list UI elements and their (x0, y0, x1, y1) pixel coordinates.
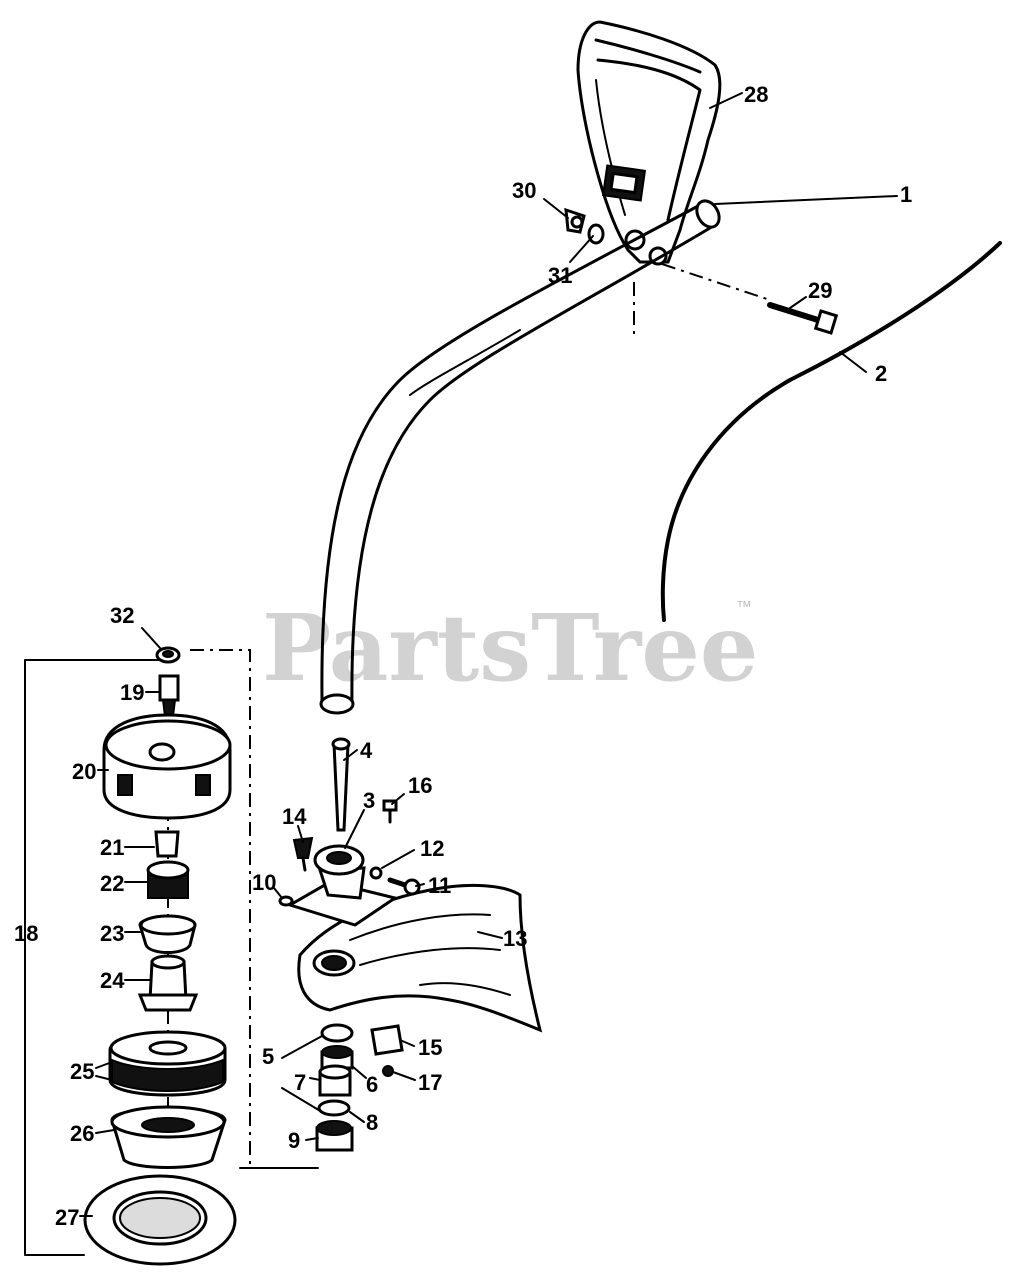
part-26-housing[interactable] (110, 1105, 227, 1169)
callout-17: 17 (418, 1070, 442, 1095)
part-14-screw[interactable] (292, 836, 314, 872)
part-30-wing-nut[interactable] (564, 207, 586, 234)
callout-32: 32 (110, 603, 134, 628)
part-17-nut[interactable] (382, 1065, 394, 1077)
part-11-bolt[interactable] (387, 877, 421, 896)
part-4-shaft[interactable] (331, 737, 351, 832)
part-12-washer[interactable] (369, 866, 383, 880)
group-18-bracket (24, 659, 163, 1256)
callout-14: 14 (282, 804, 307, 829)
part-8-washer[interactable] (317, 1099, 351, 1117)
callout-31: 31 (548, 263, 572, 288)
part-15-bracket[interactable] (370, 1024, 404, 1056)
callout-23: 23 (100, 921, 124, 946)
part-3-gear-housing[interactable] (286, 844, 399, 927)
callout-19: 19 (120, 680, 144, 705)
callout-2: 2 (875, 361, 887, 386)
callout-26: 26 (70, 1121, 94, 1146)
callout-8: 8 (366, 1110, 378, 1135)
callout-27: 27 (55, 1205, 79, 1230)
callout-16: 16 (408, 773, 432, 798)
part-9-bearing[interactable] (315, 1120, 354, 1152)
bolt-alignment-line (661, 263, 771, 301)
callout-12: 12 (420, 836, 444, 861)
callout-10: 10 (252, 870, 276, 895)
part-19-bolt[interactable] (158, 674, 180, 717)
part-23-cup[interactable] (138, 914, 197, 954)
part-21-sleeve[interactable] (154, 830, 180, 858)
callout-20: 20 (72, 759, 96, 784)
leader-lines (79, 92, 898, 1217)
callout-15: 15 (418, 1035, 442, 1060)
part-6-bearing[interactable] (320, 1045, 354, 1070)
callout-18: 18 (14, 921, 38, 946)
callout-22: 22 (100, 871, 124, 896)
part-25-spool[interactable] (108, 1030, 227, 1097)
callout-3: 3 (363, 788, 375, 813)
callout-29: 29 (808, 278, 832, 303)
part-24-hub[interactable] (137, 954, 199, 1012)
callout-28: 28 (744, 82, 768, 107)
callout-13: 13 (503, 926, 527, 951)
callout-25: 25 (70, 1059, 94, 1084)
part-7-spacer[interactable] (318, 1064, 352, 1097)
part-16-screw[interactable] (382, 799, 398, 824)
callout-30: 30 (512, 178, 536, 203)
part-31-washer[interactable] (587, 223, 605, 245)
callout-11: 11 (428, 873, 451, 898)
watermark-text: PartsTree (262, 594, 758, 702)
part-27-base-ring[interactable] (83, 1174, 237, 1266)
callout-1: 1 (900, 182, 912, 207)
callout-5: 5 (262, 1044, 274, 1069)
part-22-spring[interactable] (146, 860, 190, 899)
part-28-handle[interactable] (576, 20, 722, 266)
part-20-spool-cover[interactable] (102, 713, 232, 820)
part-2-drive-cable[interactable] (660, 241, 1002, 622)
callout-21: 21 (100, 835, 124, 860)
watermark-trademark: ™ (736, 599, 752, 616)
callout-24: 24 (100, 968, 125, 993)
callout-7: 7 (294, 1070, 306, 1095)
part-32-nut[interactable] (155, 646, 181, 664)
part-1-shaft-tube[interactable] (319, 197, 724, 715)
part-29-bolt[interactable] (767, 302, 839, 335)
part-10-nut[interactable] (278, 895, 294, 907)
callout-9: 9 (288, 1128, 300, 1153)
part-5-washer[interactable] (320, 1023, 354, 1043)
callout-4: 4 (360, 738, 373, 763)
callout-6: 6 (366, 1072, 378, 1097)
